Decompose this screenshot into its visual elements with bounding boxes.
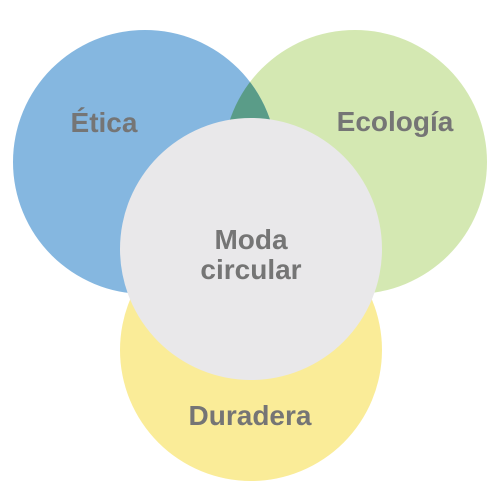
label-duradera: Duradera [189, 400, 312, 431]
circle-moda-circular [120, 118, 382, 380]
label-etica: Ética [71, 107, 138, 138]
label-ecologia: Ecología [337, 106, 454, 137]
label-moda: Moda [214, 224, 288, 255]
label-circular: circular [200, 254, 301, 285]
